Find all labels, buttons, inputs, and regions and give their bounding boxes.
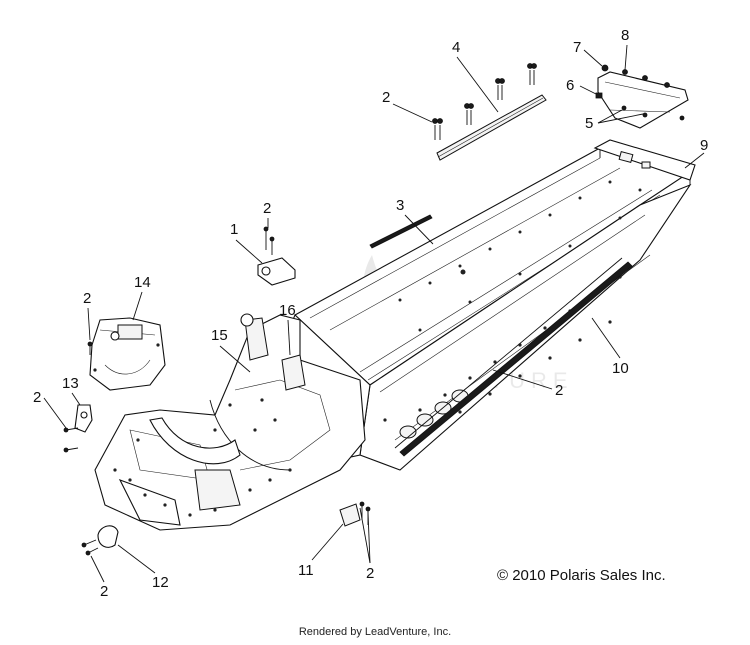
part-1-bracket — [257, 226, 296, 286]
callout-label: 9 — [700, 137, 708, 154]
callout-label: 2 — [366, 565, 374, 582]
callout-label: 6 — [566, 77, 574, 94]
bulkhead-holes — [113, 398, 292, 517]
callout-label: 12 — [152, 574, 169, 591]
callout-label: 4 — [452, 39, 460, 56]
callout-label: 2 — [263, 200, 271, 217]
tunnel-assembly — [239, 147, 692, 481]
callout-label: 16 — [279, 302, 296, 319]
callout-label: 2 — [33, 389, 41, 406]
callout-label: 3 — [396, 197, 404, 214]
part-13-bracket — [63, 404, 93, 453]
callout-label: 8 — [621, 27, 629, 44]
callout-label: 14 — [134, 274, 151, 291]
callout-label: 11 — [298, 562, 314, 579]
callout-label: 2 — [382, 89, 390, 106]
copyright-text: © 2010 Polaris Sales Inc. — [497, 567, 666, 584]
callout-label: 10 — [612, 360, 629, 377]
callout-label: 5 — [585, 115, 593, 132]
footer-credit: Rendered by LeadVenture, Inc. — [299, 626, 451, 638]
callout-label: 2 — [100, 583, 108, 600]
callout-label: 1 — [230, 221, 238, 238]
part-14-mount — [87, 317, 166, 391]
running-board-rail — [394, 257, 633, 457]
deck-rail — [369, 214, 433, 249]
callout-label: 2 — [555, 382, 563, 399]
callout-label: 7 — [573, 39, 581, 56]
callout-label: 2 — [83, 290, 91, 307]
part-4-deck-bar — [432, 63, 547, 161]
part-12-pad — [81, 525, 119, 556]
part-11-plate — [339, 501, 371, 527]
leader-lines — [43, 44, 705, 583]
rear-cap — [593, 139, 696, 181]
callout-label: 13 — [62, 375, 79, 392]
callout-label: 15 — [211, 327, 228, 344]
part-8-rear-bracket — [595, 64, 689, 129]
deck-holes — [398, 180, 642, 332]
callout-labels: 1 2 2 2 2 2 2 2 3 4 5 6 7 8 9 10 11 12 1… — [33, 27, 708, 600]
front-bulkhead — [94, 313, 366, 531]
